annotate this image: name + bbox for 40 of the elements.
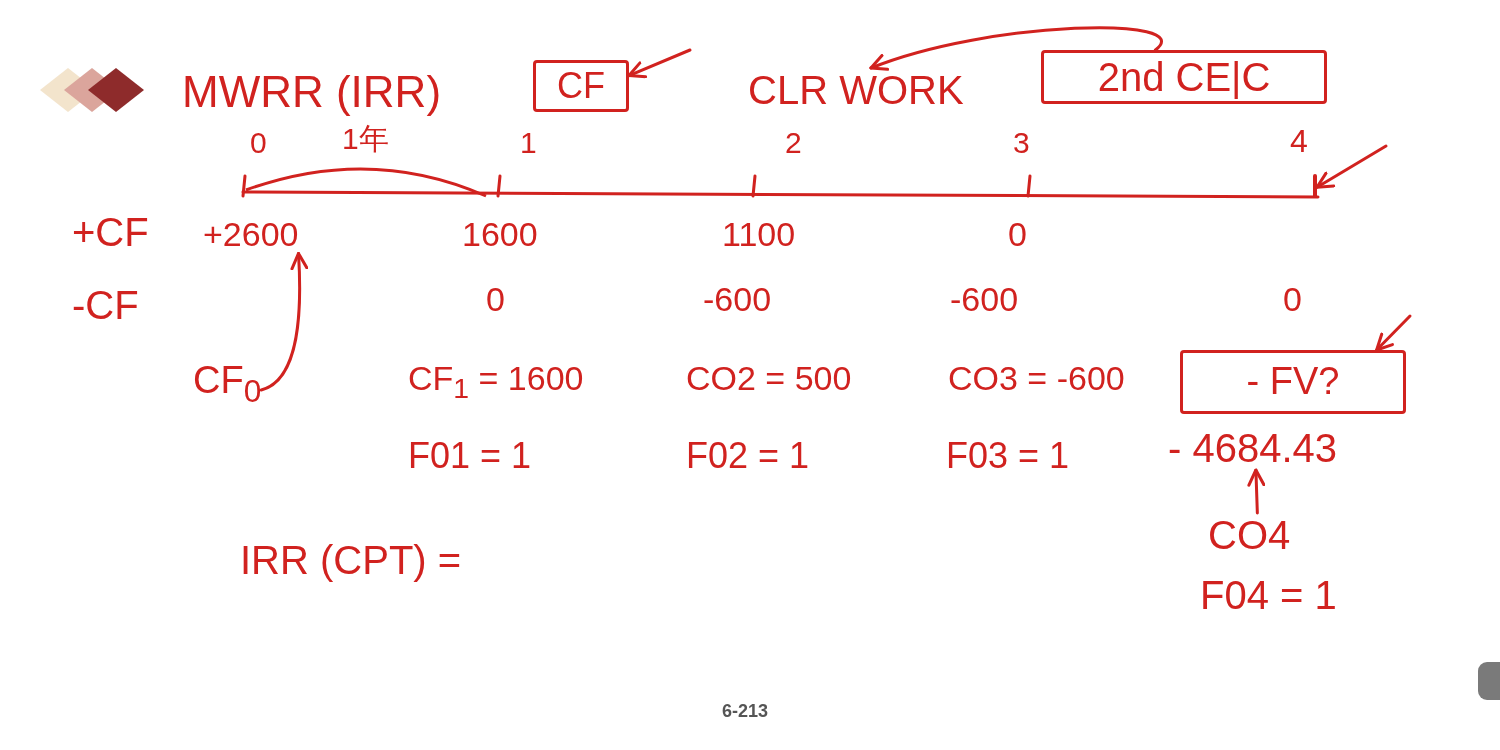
cash-flow-value: 1100 (722, 216, 796, 254)
calculator-entry: CO2 = 500 (686, 360, 852, 398)
row-label: -CF (72, 283, 139, 327)
boxed-key: CF (533, 60, 629, 112)
calculator-entry: F04 = 1 (1200, 573, 1337, 617)
duration-label: 1年 (342, 122, 389, 155)
tick-label: 2 (785, 126, 802, 159)
page-number: 6-213 (722, 702, 769, 722)
arrow (1247, 468, 1266, 515)
tick-label: 0 (250, 126, 267, 159)
tick-mark (1313, 174, 1317, 198)
result-value: - 4684.43 (1168, 426, 1338, 470)
calculator-entry: F01 = 1 (408, 436, 532, 476)
boxed-unknown: - FV? (1180, 350, 1406, 414)
calculator-entry: F03 = 1 (946, 436, 1070, 476)
arrow (259, 251, 309, 392)
cash-flow-value: +2600 (203, 216, 299, 254)
cash-flow-label: CF$_{0}$ (193, 360, 262, 409)
cash-flow-value: 1600 (462, 216, 538, 254)
cash-flow-value: 0 (1008, 216, 1027, 254)
arrow (627, 48, 692, 79)
cash-flow-value: -600 (703, 281, 772, 319)
boxed-key-sequence: 2nd CE|C (1041, 50, 1327, 104)
tick-label: 1 (520, 126, 537, 159)
arrow (1315, 144, 1388, 189)
formula: IRR (CPT) = (240, 538, 462, 582)
calculator-entry: CO4 (1208, 513, 1291, 557)
cash-flow-value: -600 (950, 281, 1019, 319)
arrow (869, 26, 1163, 72)
calculator-entry: F02 = 1 (686, 436, 810, 476)
calculator-entry: CF$_{1}$ = 1600 (408, 360, 584, 404)
tick-label: 4 (1290, 124, 1308, 160)
cash-flow-value: 0 (486, 281, 505, 319)
calculator-entry: CO3 = -600 (948, 360, 1125, 398)
slide-title: MWRR (IRR) (182, 68, 442, 117)
row-label: +CF (72, 210, 149, 254)
arrow (1375, 314, 1412, 352)
key-sequence: CLR WORK (748, 68, 964, 112)
cash-flow-value: 0 (1283, 281, 1302, 319)
tick-label: 3 (1013, 126, 1030, 159)
